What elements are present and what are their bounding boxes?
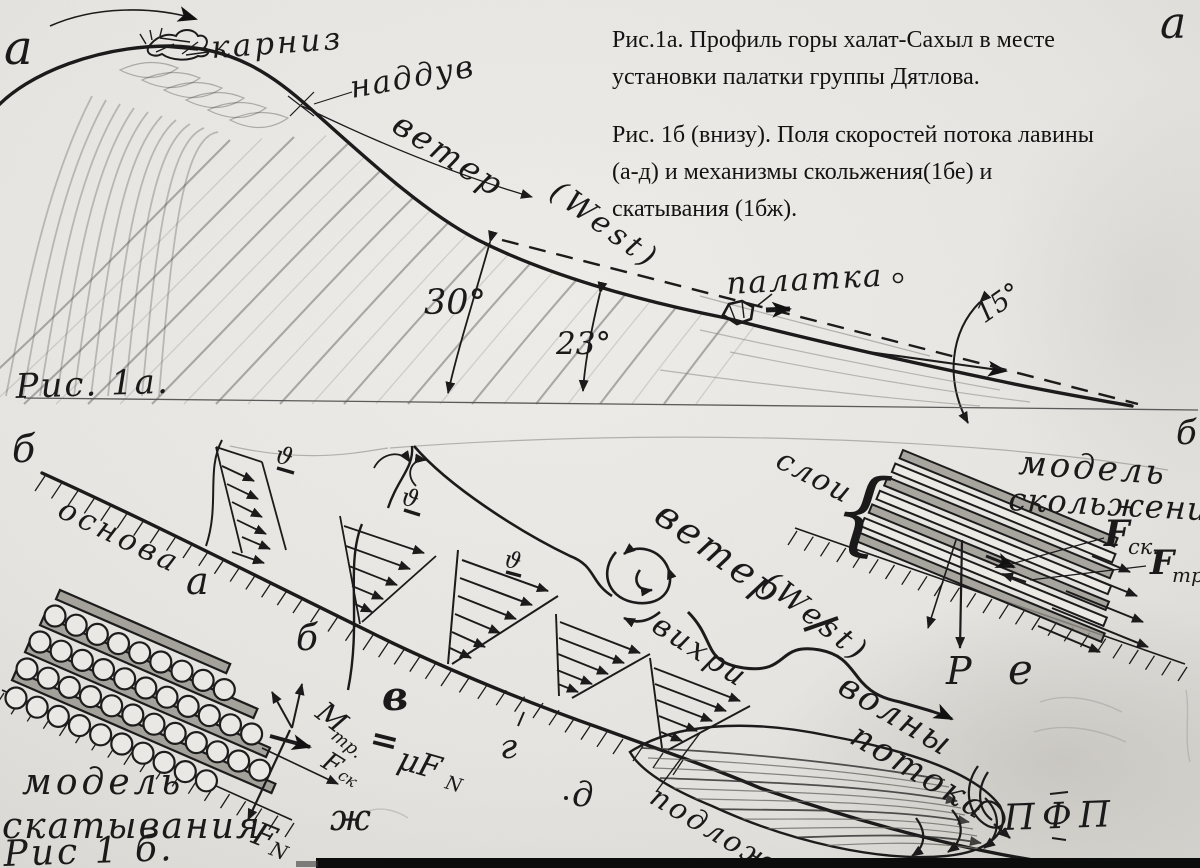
svg-text:F: F <box>1103 513 1132 555</box>
angle-30-arrow <box>445 230 498 394</box>
caption-1b-line1: Рис. 1б (внизу). Поля скоростей потока л… <box>612 122 1094 148</box>
sliding-model-layers <box>852 448 1119 644</box>
tent-bold-arrow <box>765 301 792 318</box>
angle-15-arc <box>952 290 992 424</box>
label-angle-30: 30° <box>424 283 486 323</box>
slope-arrow-line <box>859 350 1008 377</box>
velocity-mark-2: ϑ <box>399 483 422 514</box>
tongue-nose-arrows <box>911 797 998 857</box>
svg-text:тр: тр <box>1172 563 1200 587</box>
rolling-model-stack <box>4 588 277 795</box>
tent-symbol <box>721 299 755 326</box>
sliding-model-arrows <box>1037 555 1149 653</box>
velocity-profile-a <box>215 446 287 565</box>
flow-boundary-mid <box>413 445 613 598</box>
caption-1b-line2: (а-д) и механизмы скольжения(1бе) и <box>612 159 993 185</box>
section-marker-b-left: б <box>12 427 36 471</box>
caption-1a-line1: Рис.1а. Профиль горы халат-Сахыл в месте <box>612 27 1055 53</box>
label-fig1a: Рис. 1а. <box>14 362 170 407</box>
profile-label-d: д <box>572 775 594 815</box>
velocity-profile-d <box>649 657 751 751</box>
velocity-profile-v <box>447 549 559 665</box>
caption-1a: Рис.1а. Профиль горы халат-Сахыл в месте… <box>612 22 1172 96</box>
palatka-flourish <box>892 272 904 284</box>
interface-force-arrows <box>985 552 1027 584</box>
substrate-pointer <box>655 732 701 793</box>
label-f-sk: F ск. <box>1103 513 1159 559</box>
velocity-mark-3: ϑ <box>502 547 524 576</box>
west-underline-tick <box>803 616 839 632</box>
label-fig1b: Рис 1 б. <box>2 828 175 868</box>
tongue-streamlines <box>641 747 986 851</box>
flow-boundary-s <box>386 445 414 509</box>
section-marker-a-left: а <box>4 20 33 76</box>
fsk-pointer <box>1003 537 1105 567</box>
typed-caption: Рис.1а. Профиль горы халат-Сахыл в месте… <box>612 22 1172 228</box>
profile-label-a: а <box>186 559 209 603</box>
pencil-strokes-under-slope <box>659 329 1031 407</box>
cornice-rocks <box>139 27 210 61</box>
label-rolling-model-1: модель <box>22 762 184 803</box>
profile-label-g: г <box>500 727 517 767</box>
flow-waves-line <box>686 610 954 721</box>
label-tent: палатка <box>726 258 885 302</box>
svg-text:ск.: ск. <box>1128 535 1159 559</box>
base-slope-line <box>40 471 1047 864</box>
scan-black-bar <box>316 858 1200 868</box>
profile-label-e: е <box>1008 645 1033 694</box>
fig1b-flow-diagram <box>0 436 1191 864</box>
horizontal-reference-line <box>23 397 1199 411</box>
caption-1b-line3: скатывания (1бж). <box>612 196 798 222</box>
cornice-pointer <box>185 51 209 56</box>
wind-direction-arrow <box>301 105 533 199</box>
d-label-dot <box>564 796 568 800</box>
g-label-prime <box>517 711 525 727</box>
rolling-force-arrows <box>247 683 339 821</box>
section-marker-b-right: б <box>1176 413 1197 453</box>
layers-brace: { <box>828 455 897 568</box>
vortex-swirl <box>605 543 677 628</box>
profile-label-v: в <box>382 673 408 720</box>
dashed-23-line <box>501 238 1139 406</box>
small-eddy-curls <box>373 450 427 487</box>
profile-label-zh: ж <box>330 798 371 839</box>
weight-force-arrows <box>926 539 966 649</box>
velocity-profile-b <box>339 515 437 625</box>
summit-wind-arrow <box>49 6 198 27</box>
profile-label-b: б <box>296 618 319 659</box>
label-pfp: ПФП <box>1002 794 1118 839</box>
caption-1a-line2: установки палатки группы Дятлова. <box>612 64 980 90</box>
snowdrift-pointer <box>287 91 353 117</box>
caption-1b: Рис. 1б (внизу). Поля скоростей потока л… <box>612 117 1172 228</box>
scan-black-bar-fade <box>296 861 318 867</box>
label-angle-23: 23° <box>555 326 611 362</box>
flow-top-pencil-left <box>229 445 389 457</box>
label-weight-p: Р <box>945 649 973 693</box>
label-f-tr: F тр <box>1149 543 1200 587</box>
ghost-pencil-marks <box>365 689 1191 819</box>
flow-top-pencil-right <box>389 436 1169 471</box>
rolling-model <box>4 588 339 821</box>
pfp-scribble <box>967 765 1011 839</box>
tent-pointer <box>756 293 773 307</box>
profile-a-left-wavy <box>205 439 223 547</box>
sliding-model <box>852 448 1149 653</box>
ftr-pointer <box>1029 565 1147 581</box>
velocity-profile-g <box>555 613 651 699</box>
velocity-mark-underlines <box>276 466 522 578</box>
label-rolling-model-2: скатывания <box>2 806 262 847</box>
pfp-diacritics <box>1049 791 1069 841</box>
divider-wavy-1 <box>346 523 364 691</box>
avalanche-tongue <box>628 724 1005 859</box>
velocity-mark-1: ϑ <box>273 441 296 472</box>
angle-23-arrow <box>578 281 608 392</box>
section-marker-a-right: а <box>1160 0 1186 49</box>
svg-text:F: F <box>1149 543 1177 583</box>
